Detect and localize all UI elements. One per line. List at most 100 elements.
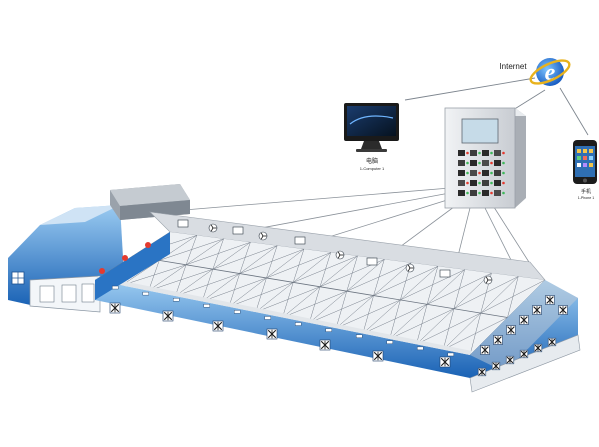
side-inlet bbox=[417, 346, 424, 351]
exhaust-fan-icon bbox=[491, 361, 501, 371]
indicator-light bbox=[490, 151, 493, 155]
indicator-light bbox=[478, 171, 481, 175]
monitor-icon bbox=[344, 103, 399, 152]
computer-label: 电脑 bbox=[366, 157, 378, 165]
computer-sublabel: 1-Computer 1 bbox=[360, 166, 385, 171]
smartphone-icon bbox=[573, 140, 597, 184]
side-inlet bbox=[264, 316, 271, 320]
side-inlet bbox=[203, 304, 210, 308]
indicator-light bbox=[490, 191, 493, 195]
exhaust-fan-icon bbox=[519, 315, 529, 325]
cabinet-button bbox=[494, 150, 501, 156]
cabinet-button bbox=[470, 150, 477, 156]
cabinet-button bbox=[494, 170, 501, 176]
side-inlets bbox=[112, 285, 454, 357]
side-inlet bbox=[173, 298, 180, 302]
indicator-light bbox=[478, 191, 481, 195]
cabinet-button bbox=[458, 190, 465, 196]
house-floor bbox=[95, 232, 545, 355]
heater-lamp-icon bbox=[145, 242, 151, 248]
side-inlet bbox=[295, 322, 302, 326]
cabinet-button bbox=[470, 190, 477, 196]
wall-inlet bbox=[366, 257, 378, 266]
exhaust-fan-icon bbox=[493, 335, 503, 345]
link-internet-phone bbox=[559, 87, 589, 136]
side-inlet bbox=[386, 340, 393, 344]
indicator-light bbox=[502, 191, 505, 195]
cabinet-button bbox=[470, 170, 477, 176]
cabinet-button bbox=[458, 160, 465, 166]
back-wall-units bbox=[177, 219, 493, 285]
exhaust-fan-icon bbox=[372, 350, 384, 362]
svg-text:e: e bbox=[545, 60, 556, 86]
side-inlet bbox=[325, 328, 332, 332]
exhaust-fan-icon bbox=[208, 223, 218, 233]
cabinet-button bbox=[482, 190, 489, 196]
cabinet-button bbox=[470, 180, 477, 186]
indicator-light bbox=[466, 161, 469, 165]
exhaust-fan-icon bbox=[558, 305, 568, 315]
phone-sublabel: 1-Phone 1 bbox=[578, 196, 595, 200]
side-inlet bbox=[112, 285, 119, 290]
internet-explorer-icon: e bbox=[529, 58, 571, 86]
cabinet-button-grid bbox=[458, 150, 505, 196]
exhaust-fan-icon bbox=[319, 339, 331, 351]
indicator-light bbox=[502, 171, 505, 175]
cabinet-button bbox=[458, 150, 465, 156]
wall-inlet bbox=[177, 219, 189, 228]
exhaust-fan-icon bbox=[532, 305, 542, 315]
exhaust-fan-icon bbox=[483, 275, 493, 285]
control-cabinet-icon bbox=[444, 107, 526, 209]
exhaust-fan-icon bbox=[519, 349, 529, 359]
indicator-light bbox=[490, 161, 493, 165]
exhaust-fan-icon bbox=[258, 231, 268, 241]
link-internet-computer bbox=[404, 77, 536, 101]
cabinet-display bbox=[461, 118, 499, 144]
exhaust-fan-icon bbox=[545, 295, 555, 305]
exhaust-fan-icon bbox=[405, 263, 415, 273]
indicator-light bbox=[466, 191, 469, 195]
cabinet-button bbox=[494, 180, 501, 186]
cabinet-button bbox=[482, 160, 489, 166]
heater-lamp-icon bbox=[99, 268, 105, 274]
cabinet-button bbox=[458, 180, 465, 186]
indicator-light bbox=[502, 161, 505, 165]
cabinet-button bbox=[494, 190, 501, 196]
poultry-house bbox=[8, 184, 581, 393]
exhaust-fan-icon bbox=[533, 343, 543, 353]
exhaust-fan-icon bbox=[109, 302, 121, 314]
exhaust-fan-icon bbox=[162, 310, 174, 322]
exhaust-fan-icon bbox=[506, 325, 516, 335]
cabinet-button bbox=[458, 170, 465, 176]
wall-inlet bbox=[439, 269, 451, 278]
indicator-light bbox=[478, 161, 481, 165]
exhaust-fan-icon bbox=[477, 367, 487, 377]
side-inlet bbox=[447, 352, 454, 357]
indicator-light bbox=[466, 171, 469, 175]
side-inlet bbox=[142, 291, 149, 296]
wall-inlet bbox=[232, 226, 244, 235]
exhaust-fan-icon bbox=[335, 250, 345, 260]
indicator-light bbox=[478, 181, 481, 185]
cabinet-button bbox=[482, 170, 489, 176]
heater-lamp-icon bbox=[122, 255, 128, 261]
cabinet-button bbox=[494, 160, 501, 166]
exhaust-fan-icon bbox=[212, 320, 224, 332]
exhaust-fan-icon bbox=[439, 356, 451, 368]
heater-lamps bbox=[99, 242, 151, 274]
phone-label: 手机 bbox=[581, 188, 591, 195]
indicator-light bbox=[466, 151, 469, 155]
indicator-light bbox=[478, 151, 481, 155]
wall-inlet bbox=[294, 236, 306, 245]
exhaust-fan-icon bbox=[266, 328, 278, 340]
cabinet-button bbox=[482, 180, 489, 186]
exhaust-fan-icon bbox=[480, 345, 490, 355]
exhaust-fan-icon bbox=[505, 355, 515, 365]
side-inlet bbox=[356, 334, 363, 338]
indicator-light bbox=[466, 181, 469, 185]
indicator-light bbox=[502, 151, 505, 155]
indicator-light bbox=[490, 181, 493, 185]
exhaust-fan-icon bbox=[547, 337, 557, 347]
